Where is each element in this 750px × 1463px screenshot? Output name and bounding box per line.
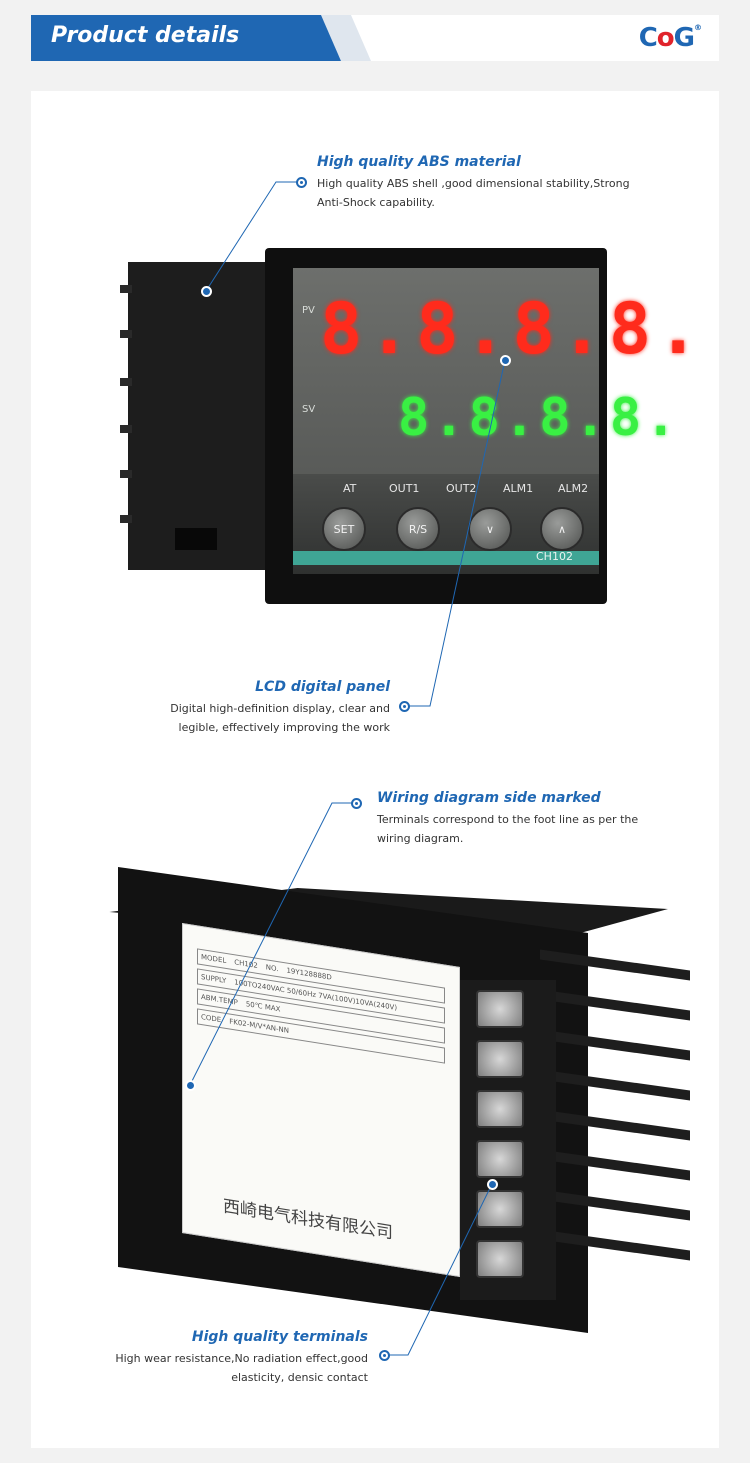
note-terminals: High quality terminals High wear resista…: [96, 1328, 368, 1387]
note-title: Wiring diagram side marked: [377, 790, 601, 806]
note-abs: High quality ABS material High quality A…: [317, 153, 657, 212]
note-title: High quality terminals: [191, 1329, 368, 1345]
housing-clip: [120, 515, 132, 523]
down-button[interactable]: ∨: [468, 507, 512, 551]
note-body: Terminals correspond to the foot line as…: [377, 813, 639, 845]
page-header: Product details CoG®: [31, 15, 719, 61]
callout-dot: [296, 177, 307, 188]
header-tab: [31, 15, 341, 61]
indicator-out1: OUT1: [389, 482, 420, 495]
note-title: LCD digital panel: [255, 679, 390, 695]
note-body: High quality ABS shell ,good dimensional…: [317, 177, 630, 209]
callout-anchor: [500, 355, 511, 366]
terminal-screw: [476, 1240, 524, 1278]
terminal-screw: [476, 1190, 524, 1228]
housing-clip: [120, 425, 132, 433]
housing-clip: [120, 330, 132, 338]
mounting-slot: [175, 528, 217, 550]
callout-anchor: [487, 1179, 498, 1190]
company-name: 西崎电气科技有限公司: [223, 1196, 393, 1244]
pv-display: 8.8.8.8.: [320, 288, 706, 370]
run-stop-button[interactable]: R/S: [396, 507, 440, 551]
terminal-screw: [476, 1040, 524, 1078]
callout-dot: [351, 798, 362, 809]
housing-clip: [120, 470, 132, 478]
indicator-alm1: ALM1: [503, 482, 534, 495]
brand-logo: CoG®: [638, 23, 702, 53]
indicator-alm2: ALM2: [558, 482, 589, 495]
housing-clip: [120, 285, 132, 293]
terminal-screw: [476, 990, 524, 1028]
indicator-out2: OUT2: [446, 482, 477, 495]
set-button[interactable]: SET: [322, 507, 366, 551]
callout-dot: [399, 701, 410, 712]
indicator-at: AT: [343, 482, 357, 495]
page-title: Product details: [51, 23, 240, 48]
up-button[interactable]: ∧: [540, 507, 584, 551]
note-lcd: LCD digital panel Digital high-definitio…: [150, 678, 390, 737]
callout-anchor: [185, 1080, 196, 1091]
pv-label: PV: [302, 305, 315, 316]
sv-label: SV: [302, 404, 316, 415]
terminal-screw: [476, 1140, 524, 1178]
model-label: CH102: [536, 550, 573, 563]
controller-housing: [128, 262, 278, 570]
terminal-screw: [476, 1090, 524, 1128]
note-wiring: Wiring diagram side marked Terminals cor…: [377, 789, 667, 848]
housing-clip: [120, 378, 132, 386]
callout-dot: [379, 1350, 390, 1361]
wiring-label: MODEL CH102 NO. 19Y128888D SUPPLY 100TO2…: [182, 922, 460, 1278]
callout-anchor: [201, 286, 212, 297]
note-body: High wear resistance,No radiation effect…: [115, 1352, 368, 1384]
sv-display: 8.8.8.8.: [398, 388, 681, 448]
note-body: Digital high-definition display, clear a…: [170, 702, 390, 734]
note-title: High quality ABS material: [317, 154, 521, 170]
